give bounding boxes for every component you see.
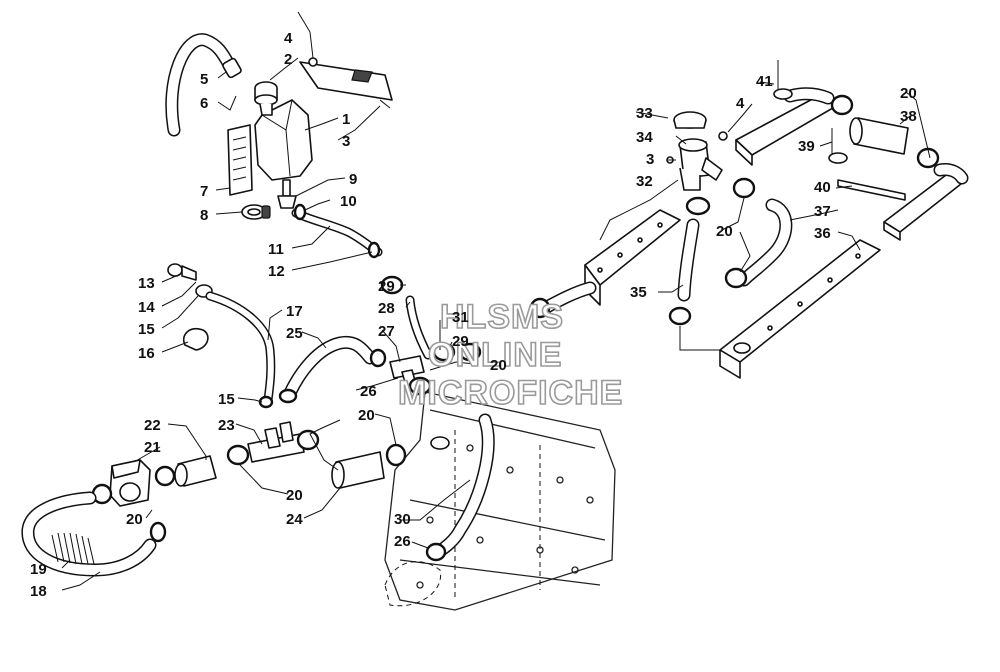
callout-15: 15 bbox=[218, 391, 235, 408]
callout-39: 39 bbox=[798, 138, 815, 155]
callout-9: 9 bbox=[349, 171, 357, 188]
callout-3: 3 bbox=[342, 133, 350, 150]
svg-text:HLSMS: HLSMS bbox=[440, 298, 564, 336]
callout-25: 25 bbox=[286, 325, 303, 342]
callout-1: 1 bbox=[342, 111, 350, 128]
left-hose-group bbox=[21, 263, 407, 577]
callout-23: 23 bbox=[218, 417, 235, 434]
callout-30: 30 bbox=[394, 511, 411, 528]
engine-frame bbox=[384, 391, 616, 611]
right-radiator-group bbox=[719, 60, 969, 379]
callout-20: 20 bbox=[286, 487, 303, 504]
callout-34: 34 bbox=[636, 129, 653, 146]
callout-41: 41 bbox=[756, 73, 773, 90]
heat-exchanger-upper bbox=[529, 209, 681, 319]
svg-text:MICROFICHE: MICROFICHE bbox=[398, 374, 623, 412]
callout-20: 20 bbox=[358, 407, 375, 424]
callout-27: 27 bbox=[378, 323, 395, 340]
watermark: HLSMS ONLINE MICROFICHE bbox=[397, 297, 623, 413]
callout-18: 18 bbox=[30, 583, 47, 600]
callout-4: 4 bbox=[736, 95, 745, 112]
callout-13: 13 bbox=[138, 275, 155, 292]
callout-2: 2 bbox=[284, 51, 292, 68]
callout-28: 28 bbox=[378, 300, 395, 317]
callout-29: 29 bbox=[378, 278, 395, 295]
callout-20: 20 bbox=[716, 223, 733, 240]
coolant-reservoir-group bbox=[165, 33, 393, 259]
callout-6: 6 bbox=[200, 95, 208, 112]
callout-31: 31 bbox=[452, 309, 469, 326]
callout-21: 21 bbox=[144, 439, 161, 456]
callout-19: 19 bbox=[30, 561, 47, 578]
callout-37: 37 bbox=[814, 203, 831, 220]
filler-neck-group bbox=[666, 111, 756, 351]
callout-26: 26 bbox=[394, 533, 411, 550]
callout-12: 12 bbox=[268, 263, 285, 280]
callout-22: 22 bbox=[144, 417, 161, 434]
callout-16: 16 bbox=[138, 345, 155, 362]
callout-36: 36 bbox=[814, 225, 831, 242]
svg-text:ONLINE: ONLINE bbox=[428, 336, 562, 374]
leader-lines bbox=[61, 11, 931, 591]
callout-7: 7 bbox=[200, 183, 208, 200]
callout-3: 3 bbox=[646, 151, 654, 168]
callout-29: 29 bbox=[452, 333, 469, 350]
callout-20: 20 bbox=[490, 357, 507, 374]
callout-20: 20 bbox=[126, 511, 143, 528]
callout-20: 20 bbox=[900, 85, 917, 102]
callout-17: 17 bbox=[286, 303, 303, 320]
callout-11: 11 bbox=[268, 241, 284, 258]
callout-8: 8 bbox=[200, 207, 208, 224]
callout-15: 15 bbox=[138, 321, 155, 338]
callout-24: 24 bbox=[286, 511, 303, 528]
callout-14: 14 bbox=[138, 299, 155, 316]
callout-33: 33 bbox=[636, 105, 653, 122]
callout-5: 5 bbox=[200, 71, 208, 88]
callout-numbers: 4 2 5 6 1 3 9 10 7 8 11 12 13 14 15 16 1… bbox=[30, 30, 917, 600]
callout-4: 4 bbox=[284, 30, 293, 47]
callout-35: 35 bbox=[630, 284, 647, 301]
callout-26: 26 bbox=[360, 383, 377, 400]
callout-38: 38 bbox=[900, 108, 917, 125]
callout-32: 32 bbox=[636, 173, 653, 190]
callout-10: 10 bbox=[340, 193, 357, 210]
callout-40: 40 bbox=[814, 179, 831, 196]
